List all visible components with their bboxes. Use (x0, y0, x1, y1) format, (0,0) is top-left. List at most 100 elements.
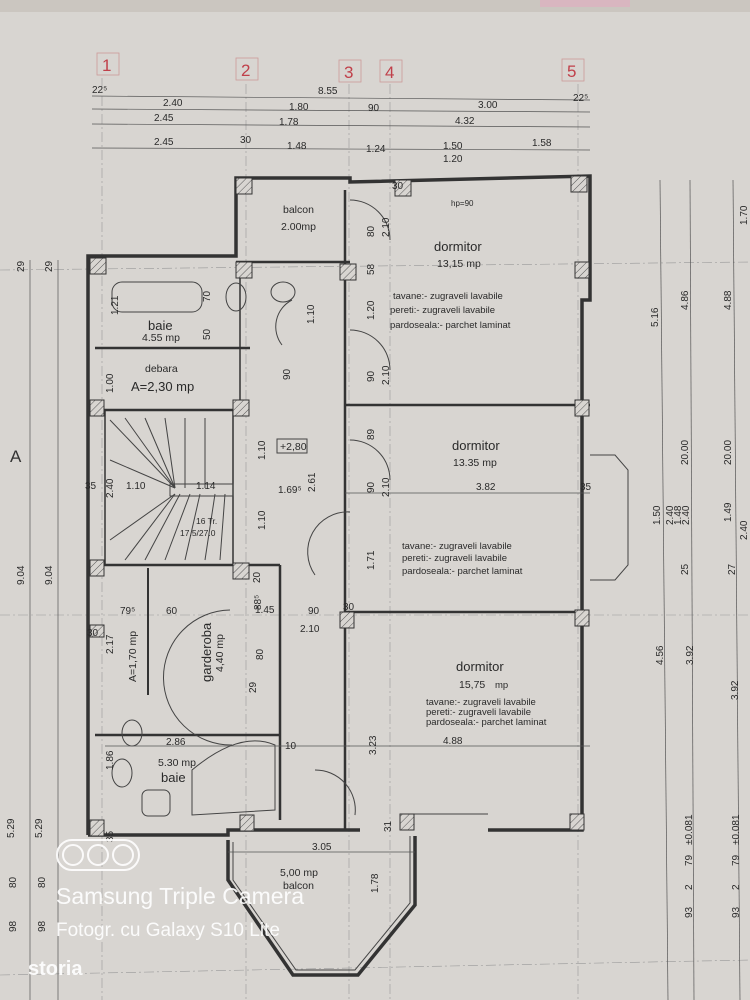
camera-model-text: Samsung Triple Camera (56, 883, 304, 909)
dim: 93 (684, 906, 695, 918)
dim: 4.56 (655, 645, 666, 665)
dim-top: 1.24 (366, 144, 386, 155)
dim: 1.78 (370, 873, 381, 893)
storia-logo: storia (28, 958, 83, 980)
dim: 80 (255, 648, 266, 660)
grid-label-A: A (10, 447, 22, 466)
door-swing (349, 329, 391, 371)
stairs-steps: 16 Tr. (196, 516, 217, 526)
dim: 1.10 (257, 510, 268, 530)
dim: 1.86 (105, 750, 116, 770)
dim: 20.00 (723, 440, 734, 465)
dim: 70 (202, 290, 213, 302)
dim: ±0.081 (731, 814, 742, 845)
bathtub-icon (111, 281, 203, 313)
dim: 29 (248, 681, 259, 693)
toilet-icon (225, 282, 247, 312)
fixtures (109, 199, 629, 817)
door-swing (163, 609, 233, 746)
room-area: 15,75 (459, 679, 485, 691)
dim: 79 (684, 854, 695, 866)
dim: 80 (8, 876, 19, 888)
dim: 1.10 (257, 440, 268, 460)
dim: 27 (727, 563, 738, 575)
dim: 98 (8, 920, 19, 932)
dim: 58 (366, 263, 377, 275)
dim-top: 2.40 (163, 98, 183, 109)
staircase (109, 417, 234, 561)
room-name: dormitor (434, 239, 482, 254)
pillars (89, 175, 590, 837)
inner-dimensions: 3.82 4.88 2.86 3.05 2.10 1.45 90 1.10 1.… (85, 181, 592, 893)
grid-axis-labels: 1 2 3 4 5 A (10, 52, 585, 466)
dim: 10 (285, 741, 297, 752)
dim: 88⁵ (253, 595, 264, 610)
finish-note: pardoseala:- parchet laminat (426, 717, 547, 728)
room-area: 4.55 mp (142, 332, 180, 344)
toilet-icon (121, 719, 143, 747)
dim: 20 (252, 571, 263, 583)
dim: 9.04 (16, 565, 27, 585)
door-swing (314, 769, 356, 816)
finish-note: pardoseala:- parchet laminat (402, 566, 523, 577)
dim-top: 1.48 (287, 141, 307, 152)
dim: 30 (87, 628, 99, 639)
dim: ±0.081 (684, 814, 695, 845)
room-name: baie (148, 318, 173, 333)
dim: 1.50 (652, 505, 663, 525)
dim: 29 (16, 260, 27, 272)
sink-icon (141, 789, 171, 817)
room-name: balcon (283, 880, 314, 892)
dim: 90 (366, 481, 377, 493)
room-name: debara (145, 363, 178, 375)
dim: 2 (731, 884, 742, 890)
corner-bath-icon (191, 740, 276, 816)
finish-note: pereti:- zugraveli lavabile (426, 707, 531, 718)
dim: 35 (105, 830, 116, 842)
dim-top: 1.80 (289, 102, 309, 113)
dim-top: 22⁵ (573, 93, 588, 104)
dim-top: 2.45 (154, 113, 174, 124)
dim: 1.45 (255, 605, 275, 616)
room-area: 5.30 mp (158, 757, 196, 769)
dim-top: 4.32 (455, 116, 475, 127)
sink-icon (270, 281, 296, 303)
level-mark: +2,80 (280, 441, 307, 453)
room-name: balcon (283, 204, 314, 216)
finish-note: tavane:- zugraveli lavabile (393, 291, 503, 302)
dim: 35 (85, 481, 97, 492)
room-area: A=2,30 mp (131, 379, 194, 394)
camera-watermark: Samsung Triple Camera Fotogr. cu Galaxy … (28, 839, 304, 980)
dim: 79 (731, 854, 742, 866)
finish-note: tavane:- zugraveli lavabile (426, 697, 536, 708)
camera-device-text: Fotogr. cu Galaxy S10 Lite (56, 920, 280, 941)
dim: 50 (202, 328, 213, 340)
dim: 1.69⁵ (278, 485, 302, 496)
dim: 3.82 (476, 482, 496, 493)
dim: 1.20 (366, 300, 377, 320)
dim: 2.10 (381, 365, 392, 385)
dim: 1.49 (723, 502, 734, 522)
dim: 80 (37, 876, 48, 888)
room-area: 4,40 mp (214, 634, 226, 672)
room-area: 13,15 mp (437, 258, 481, 270)
dim: 2.10 (381, 477, 392, 497)
grid-label-2: 2 (241, 61, 250, 80)
room-area: 5,00 mp (280, 867, 318, 879)
right-dimensions: 5.16 4.86 4.88 1.70 1.50 2.40 1.48 2.40 … (650, 179, 750, 1000)
finish-note: pardoseala:- parchet laminat (390, 320, 511, 331)
dim-top: 2.45 (154, 137, 174, 148)
dim: 2.10 (381, 217, 392, 237)
room-name: dormitor (456, 659, 504, 674)
dim: 60 (166, 606, 178, 617)
dim: 4.88 (723, 290, 734, 310)
sill-height: hp=90 (451, 199, 474, 208)
paper-edge (0, 0, 750, 12)
dim: 2.17 (105, 634, 116, 654)
paper-edge-color (540, 0, 630, 7)
grid-label-3: 3 (344, 63, 353, 82)
dim: 2.40 (105, 478, 116, 498)
dim: 4.88 (443, 736, 463, 747)
dim-top: 3.00 (478, 100, 498, 111)
